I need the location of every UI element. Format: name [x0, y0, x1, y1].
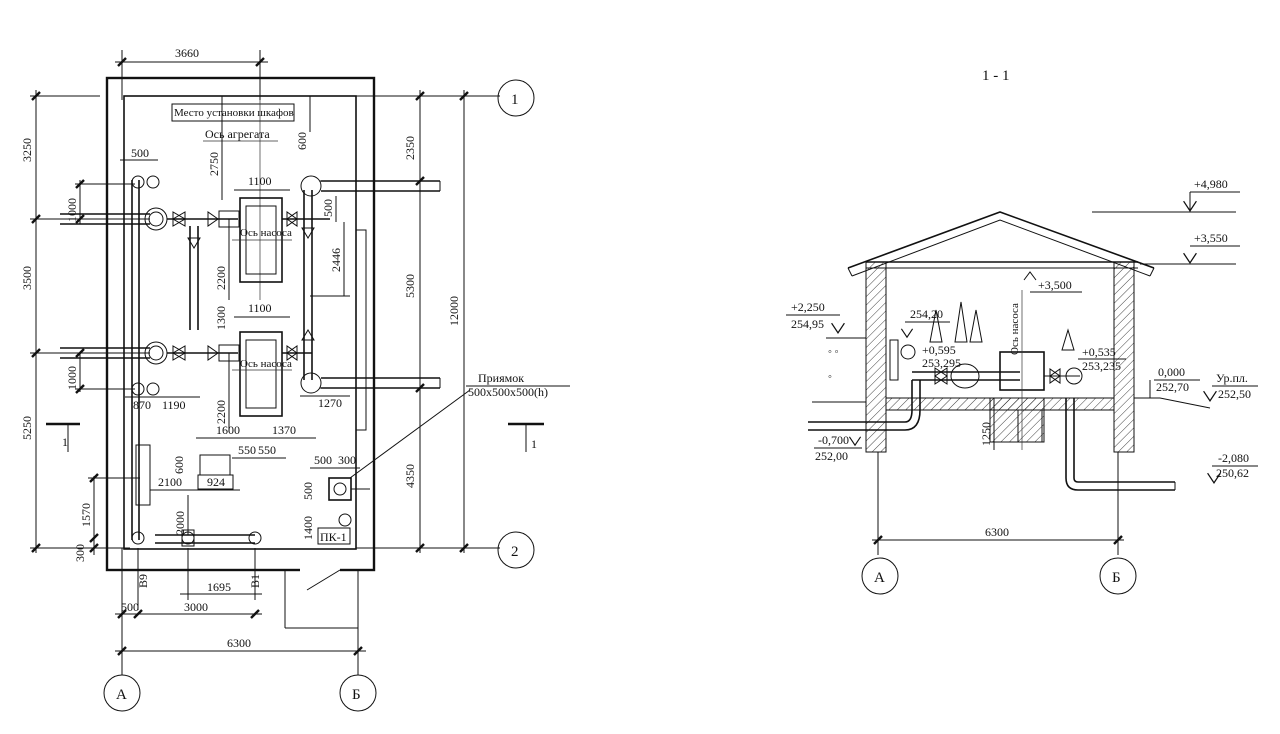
dim-1100a: 1100: [248, 174, 272, 188]
axis-a-bubble: [103, 674, 141, 712]
dim-right-2350: 2350: [403, 136, 417, 160]
ground-label: Ур.пл.: [1216, 371, 1248, 385]
dim-right-12000: 12000: [447, 296, 461, 326]
dim-550b: 550: [258, 443, 276, 457]
dim-left-300: 300: [73, 544, 87, 562]
dim-500d: 500: [301, 482, 315, 500]
level-eaves: +3,550: [1194, 231, 1228, 245]
section-title: 1 - 1: [982, 68, 1010, 84]
dim-left-3500: 3500: [20, 266, 34, 290]
pump-axis-label-2: Ось насоса: [240, 358, 292, 370]
b9-label: В9: [136, 574, 150, 588]
dim-2200b: 2200: [214, 400, 228, 424]
svg-text:◦ ◦: ◦ ◦: [828, 346, 839, 358]
dim-1370: 1370: [272, 423, 296, 437]
dim-1270: 1270: [318, 396, 342, 410]
level-ceiling: +3,500: [1038, 278, 1072, 292]
dim-right-4350: 4350: [403, 464, 417, 488]
section-mark-left: 1: [62, 435, 68, 449]
section-axis-a: [861, 557, 899, 595]
axis-2-bubble: [497, 531, 535, 569]
axis-2-label: 2: [511, 544, 519, 560]
section-mark-right: 1: [531, 437, 537, 451]
dim-2750: 2750: [207, 152, 221, 176]
dim-left-5250: 5250: [20, 416, 34, 440]
dim-600b: 600: [172, 456, 186, 474]
dim-1100b: 1100: [248, 301, 272, 315]
level-pump-right-abs: 253,235: [1082, 359, 1121, 373]
dim-500a: 500: [131, 146, 149, 160]
unit-axis-label: Ось агрегата: [205, 127, 270, 141]
dim-924: 924: [207, 475, 225, 489]
level-left-pipe-abs: 252,00: [815, 449, 848, 463]
section-axis-a-label: А: [874, 570, 885, 586]
level-floor: 0,000: [1158, 365, 1185, 379]
axis-a-label: А: [116, 687, 127, 703]
dim-2446: 2446: [329, 248, 343, 272]
floor-plan: Место установки шкафов Ось агрегата Ось …: [20, 46, 570, 712]
dim-1400: 1400: [301, 516, 315, 540]
level-pump-left-abs: 253,295: [922, 356, 961, 370]
axis-1-bubble: [497, 79, 535, 117]
dim-1250: 1250: [979, 422, 993, 446]
dim-1300: 1300: [214, 306, 228, 330]
level-out-pipe: -2,080: [1218, 451, 1249, 465]
level-pump-left: +0,595: [922, 343, 956, 357]
dim-2200a: 2200: [214, 266, 228, 290]
svg-text:◦: ◦: [828, 371, 832, 383]
dim-2000: 2000: [173, 511, 187, 535]
right-wall: [1113, 261, 1135, 453]
section-axis-b: [1099, 557, 1137, 595]
pump-2: [239, 331, 283, 417]
roof: [847, 211, 1155, 269]
dim-left-1570: 1570: [79, 503, 93, 527]
dim-top: 3660: [175, 46, 199, 60]
section-axis-b-label: Б: [1112, 570, 1121, 586]
level-left-top: +2,250: [791, 300, 825, 314]
pit-size: 500х500х500(h): [468, 385, 548, 399]
dim-1190: 1190: [162, 398, 186, 412]
dim-500c: 500: [314, 453, 332, 467]
pit-title: Приямок: [478, 371, 524, 385]
level-pump-right: +0,535: [1082, 345, 1116, 359]
level-left-pipe: -0,700: [818, 433, 849, 447]
dim-500e: 500: [121, 600, 139, 614]
level-gauge: 254,20: [910, 307, 943, 321]
level-left-abs: 254,95: [791, 317, 824, 331]
section-width: 6300: [985, 525, 1009, 539]
level-ridge: +4,980: [1194, 177, 1228, 191]
dim-left-3250: 3250: [20, 138, 34, 162]
cabinet-place-label: Место установки шкафов: [174, 107, 294, 119]
dim-600: 600: [295, 132, 309, 150]
dim-left-1000b: 1000: [65, 366, 79, 390]
dim-left-1000a: 1000: [65, 198, 79, 222]
pk-label: ПК-1: [320, 530, 347, 544]
dim-500b: 500: [321, 199, 335, 217]
section-1-1: 1 - 1 ◦ ◦ ◦: [786, 68, 1258, 595]
dim-3000: 3000: [184, 600, 208, 614]
axis-b-label: Б: [352, 687, 361, 703]
level-out-pipe-abs: 250,62: [1216, 466, 1249, 480]
axis-b-bubble: [339, 674, 377, 712]
pit: [328, 477, 352, 501]
axis-1-label: 1: [511, 92, 519, 108]
ground-abs: 252,50: [1218, 387, 1251, 401]
dim-1600: 1600: [216, 423, 240, 437]
left-wall: [865, 261, 887, 453]
dim-870: 870: [133, 398, 151, 412]
level-floor-abs: 252,70: [1156, 380, 1189, 394]
dim-2100: 2100: [158, 475, 182, 489]
plan-outer-wall: [105, 76, 376, 572]
dim-1695: 1695: [207, 580, 231, 594]
dim-overall: 6300: [227, 636, 251, 650]
section-pump-axis: Ось насоса: [1009, 303, 1021, 355]
dim-550a: 550: [238, 443, 256, 457]
cabinet-place-box: [171, 103, 295, 122]
pump-axis-label-1: Ось насоса: [240, 227, 292, 239]
dim-right-5300: 5300: [403, 274, 417, 298]
dim-300: 300: [338, 453, 356, 467]
